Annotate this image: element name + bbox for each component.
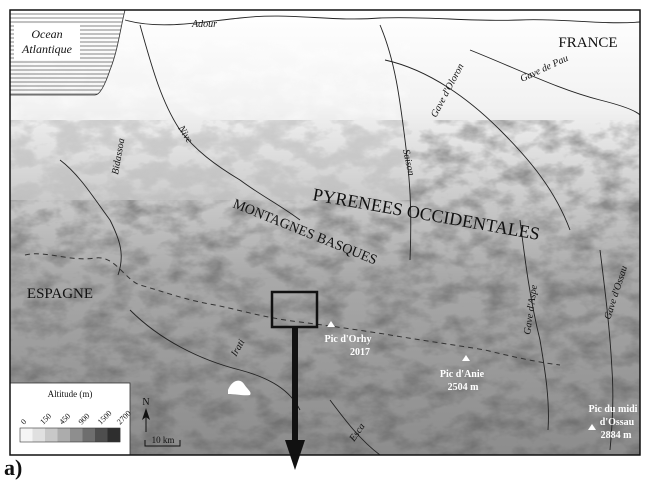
- rivers: [59, 15, 641, 456]
- legend-colorbar-outline: [19, 427, 121, 443]
- ocean-label: Ocean: [31, 27, 62, 41]
- scale-bar: [144, 440, 181, 447]
- label-france: FRANCE: [558, 35, 617, 51]
- map-frame: [9, 9, 641, 456]
- river-saison: [379, 24, 412, 261]
- river-adour: [124, 15, 641, 26]
- peak-midi-icon: [588, 424, 596, 430]
- river-label-adour: Adour: [191, 19, 217, 30]
- legend-tick-label: 0: [19, 417, 28, 426]
- river-label-saison: Saison: [400, 148, 416, 176]
- river-irati: [129, 309, 301, 411]
- label-espagne: ESPAGNE: [27, 286, 93, 302]
- legend-swatch: [57, 428, 71, 442]
- river-gave-pau: [469, 49, 641, 116]
- legend-swatch: [82, 428, 96, 442]
- panel-label: a): [4, 455, 22, 480]
- legend-colorbar: [19, 427, 121, 443]
- peak-anie-name: Pic d'Anie: [440, 369, 485, 380]
- peak-anie-icon: [462, 355, 470, 361]
- scale-label: 10 km: [152, 435, 175, 445]
- border-line: [24, 253, 561, 366]
- legend-swatch: [70, 428, 83, 442]
- ocean-label-bg: [14, 24, 80, 60]
- legend-swatch: [107, 428, 121, 442]
- peak-orhy-alt: 2017: [350, 347, 370, 358]
- peak-midi-alt: 2884 m: [601, 430, 633, 441]
- down-arrow-icon: [285, 327, 305, 470]
- legend-swatch: [95, 428, 108, 442]
- peak-midi-name-2: d'Ossau: [600, 417, 635, 428]
- peak-orhy-icon: [327, 321, 335, 327]
- peak-orhy-name: Pic d'Orhy: [325, 334, 372, 345]
- river-gave-aspe: [519, 219, 549, 431]
- river-bidassoa: [59, 159, 122, 276]
- river-nive: [139, 24, 301, 221]
- peak-midi-name: Pic du midi: [589, 404, 638, 415]
- river-gave-ossau: [599, 249, 614, 451]
- lake-icon: [228, 380, 251, 396]
- river-gave-oloron: [384, 59, 571, 231]
- north-arrow-icon: [142, 408, 150, 420]
- legend-swatch: [20, 428, 33, 442]
- legend-swatch: [45, 428, 58, 442]
- peak-anie-alt: 2504 m: [448, 382, 480, 393]
- north-label: N: [142, 397, 149, 408]
- ocean-label-2: Atlantique: [21, 42, 73, 56]
- legend-title: Altitude (m): [48, 389, 93, 399]
- river-esca: [329, 399, 381, 456]
- legend-swatch: [32, 428, 46, 442]
